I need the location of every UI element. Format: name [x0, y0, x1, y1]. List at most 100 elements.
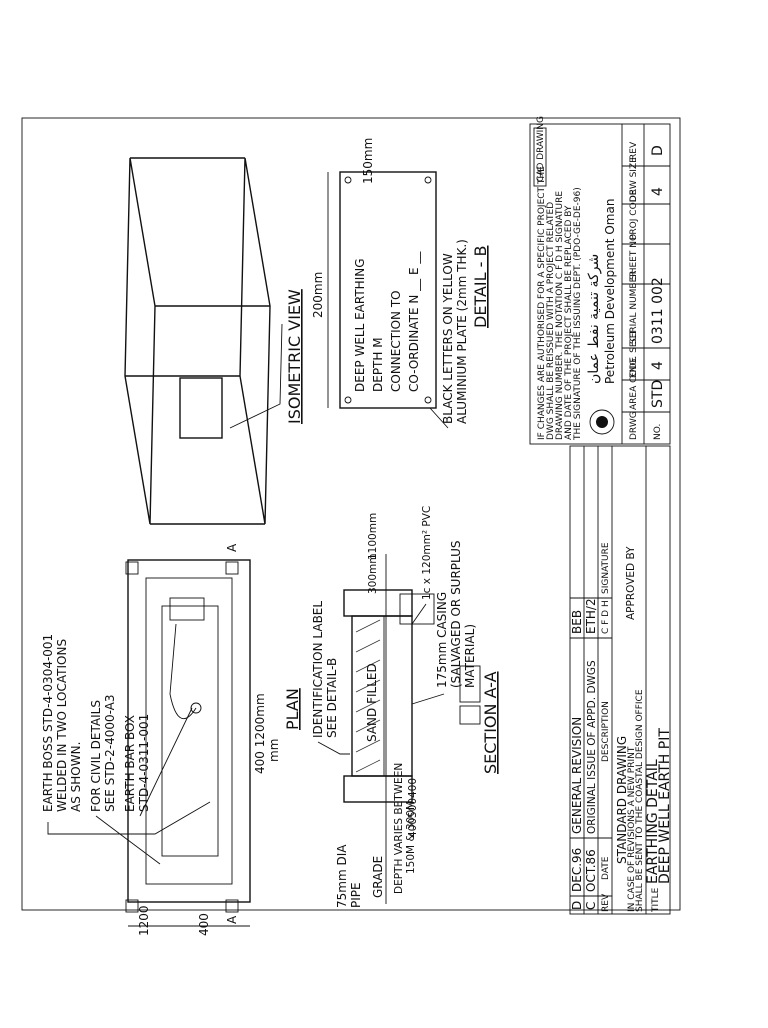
section-dim-3: 400 — [407, 778, 419, 798]
depth-label-2: 150M & 300M — [405, 801, 417, 874]
pipe-label-2: PIPE — [349, 882, 363, 908]
section-view: IDENTIFICATION LABEL SEE DETAIL-B 75mm D… — [311, 506, 500, 908]
plan-corner-1 — [225, 899, 239, 913]
plate-line-1: DEEP WELL EARTHING — [353, 258, 367, 392]
section-dim-1: 400 — [407, 818, 419, 838]
plan-view: EARTH BOSS STD-4-0304-001 WELDED IN TWO … — [41, 543, 302, 936]
rotated-drawing: EARTH BOSS STD-4-0304-001 WELDED IN TWO … — [41, 116, 673, 936]
plan-corner-4 — [125, 561, 139, 575]
casing-label-3: MATERIAL) — [463, 624, 477, 688]
plan-note-civil-2: SEE STD-2-4000-A3 — [103, 694, 117, 812]
earth-bar-box-plan — [169, 597, 205, 621]
pipe-label-1: 75mm DIA — [335, 844, 349, 908]
sand-hatch — [355, 619, 381, 773]
rev-row-2-cfdh: ETH/2 — [584, 598, 598, 634]
rev-row-1-cfdh: BEB — [570, 610, 584, 634]
value-size: 4 — [650, 187, 666, 196]
disclaimer-5: THE SIGNATURE OF THE ISSUING DEPT. (PDO-… — [573, 187, 583, 441]
depth-label-1: DEPTH VARIES BETWEEN — [393, 763, 405, 894]
plan-corner-3 — [125, 899, 139, 913]
standard-drawing-label: STANDARD DRAWING — [615, 736, 629, 864]
pit-box — [351, 615, 413, 777]
section-marker-a-2: A — [225, 543, 239, 552]
rev-row-1-rev: D — [570, 901, 584, 910]
disclaimer-4: AND DATE OF THE PROJECT SHALL BE REPLACE… — [564, 205, 574, 440]
rev-header-description: DESCRIPTION — [601, 701, 611, 762]
rev-header-cfdh: C F D H — [601, 600, 611, 634]
plan-title: PLAN — [283, 688, 302, 730]
plan-dim-bottom-unit: mm — [267, 739, 281, 762]
drawing-title-2: DEEP WELL EARTH PIT — [657, 728, 673, 884]
sand-fill — [351, 615, 385, 777]
plate-hole-2 — [344, 176, 352, 184]
section-title: SECTION A-A — [481, 671, 500, 774]
iso-casing — [229, 323, 283, 429]
section-marker-a-1: A — [225, 915, 239, 924]
casing-label-2: (SALVAGED OR SURPLUS — [449, 540, 463, 688]
company-name: Petroleum Development Oman — [603, 199, 617, 384]
disclaimer-1: IF CHANGES ARE AUTHORISED FOR A SPECIFIC… — [537, 166, 547, 440]
iso-earth-bar-box — [179, 377, 223, 439]
dim-300: 300mm — [367, 554, 379, 595]
rev-header-date: DATE — [601, 856, 611, 880]
plan-dim-left-b: 400 — [197, 913, 211, 936]
col-header-area: AREA CODE — [629, 357, 639, 410]
iso-bottom-frame — [239, 157, 271, 525]
plan-note-civil-1: FOR CIVIL DETAILS — [89, 700, 103, 812]
revision-table — [569, 445, 671, 915]
no-label: NO. — [653, 424, 663, 440]
plate-line-3: CONNECTION TO — [389, 290, 403, 392]
label-plate — [339, 171, 437, 409]
col-header-sheet: SHEET NO — [629, 234, 639, 280]
plate-line-4: CO-ORDINATE N __ E __ — [407, 251, 421, 392]
cad-badge-text: CAD DRAWING — [536, 116, 546, 182]
cable-label: 1c x 120mm² PVC — [421, 506, 433, 600]
section-label-id-2: SEE DETAIL-B — [325, 658, 339, 738]
plan-corner-2 — [225, 561, 239, 575]
revision-notice-1: IN CASE OF REVISIONS A NEW PRINT — [627, 746, 637, 912]
rev-row-1-date: DEC.96 — [570, 848, 584, 892]
casing-pipe-upper — [459, 705, 481, 725]
plan-inner — [161, 605, 219, 857]
sheet-border — [21, 117, 681, 911]
title-label: TITLE — [651, 887, 661, 913]
plate-hole-4 — [424, 176, 432, 184]
sand-filled-label: SAND FILLED — [365, 663, 379, 742]
isometric-view: ISOMETRIC VIEW — [124, 157, 304, 525]
leader-casing — [411, 693, 445, 705]
pdo-logo-core — [596, 416, 608, 428]
col-header-proj: PROJ CODE — [629, 189, 639, 240]
isometric-title: ISOMETRIC VIEW — [285, 289, 304, 424]
casing-pipe-lower — [459, 665, 481, 703]
rev-row-2-date: OCT.86 — [584, 849, 598, 892]
cad-badge — [533, 127, 547, 187]
plan-outer — [127, 559, 251, 903]
revision-block: D DEC.96 GENERAL REVISION BEB C OCT.86 O… — [569, 445, 673, 915]
iso-top-frame — [124, 157, 156, 525]
value-rev: D — [650, 145, 666, 156]
plate-hole-1 — [344, 396, 352, 404]
leader-id — [317, 741, 350, 755]
detail-b-title: DETAIL - B — [471, 246, 490, 328]
value-serial: 0311 002 — [650, 277, 666, 344]
plate-line-2: DEPTH M — [371, 337, 385, 392]
value-std: STD — [650, 380, 666, 408]
pdo-logo — [589, 409, 615, 435]
col-header-drwg: DRWG — [629, 411, 639, 440]
rev-row-1-desc: GENERAL REVISION — [570, 717, 584, 834]
section-dim-2: 500 — [407, 798, 419, 818]
casing-circle-plan — [190, 702, 202, 714]
dim-1100: 1100mm — [367, 513, 379, 560]
detail-b-note-2: ALUMINIUM PLATE (2mm THK.) — [455, 239, 469, 424]
plan-mid — [145, 577, 233, 885]
dim-150: 150mm — [361, 138, 375, 184]
rev-row-2-rev: C — [584, 902, 598, 910]
leader-detail-b — [429, 407, 449, 429]
rev-row-2-desc: ORIGINAL ISSUE OF APPD. DWGS — [586, 660, 598, 834]
dim-200: 200mm — [311, 272, 325, 318]
plan-dim-bottom: 400 1200mm — [253, 693, 267, 774]
detail-b-note-1: BLACK LETTERS ON YELLOW — [441, 253, 455, 424]
plan-note-boss-3: AS SHOWN. — [69, 742, 83, 812]
